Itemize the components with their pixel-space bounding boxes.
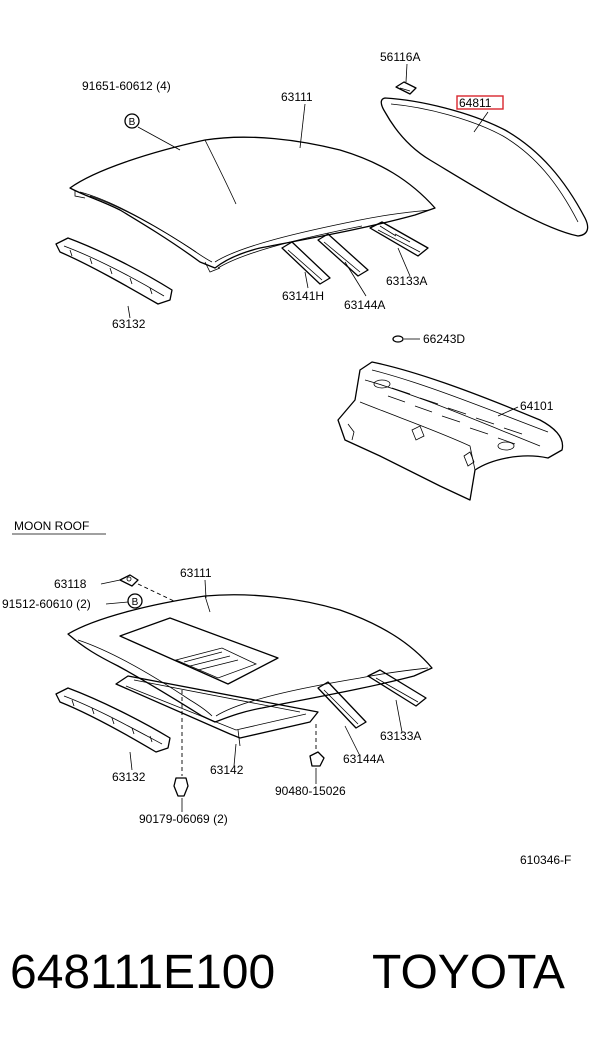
label-cap: 56116A (380, 50, 420, 64)
label-back-glass: 64811 (459, 96, 492, 110)
b-marker-top-text: B (129, 117, 136, 128)
label-front-header-top: 63132 (112, 317, 146, 331)
roof-bow-b-top (317, 233, 369, 277)
b-marker-bottom-text: B (132, 597, 139, 608)
sunroof-housing (115, 675, 319, 747)
bolt-marker-top: B (124, 113, 140, 129)
label-bracket: 63118 (54, 577, 87, 591)
footer-part-number: 648111E100 (10, 946, 275, 999)
label-housing: 63142 (210, 763, 244, 777)
label-nut: 90480-15026 (275, 784, 346, 798)
moon-roof-title: MOON ROOF (14, 519, 89, 533)
bracket-part (119, 574, 139, 587)
nut-part (309, 751, 325, 767)
label-rear-header-top: 63133A (386, 274, 427, 288)
label-rear-header-bottom: 63133A (380, 729, 421, 743)
rear-header-top (369, 221, 429, 257)
label-roof-top: 63111 (281, 90, 313, 104)
front-header-top (55, 237, 173, 305)
label-package-tray: 64101 (520, 399, 554, 413)
figure-code: 610346-F (520, 853, 571, 867)
footer-brand: TOYOTA (372, 946, 565, 999)
roof-panel-bottom (67, 594, 433, 723)
label-bolt-top: 91651-60612 (4) (82, 79, 171, 93)
label-plug: 66243D (423, 332, 465, 346)
leader-lines-top (127, 63, 519, 417)
bolt-marker-bottom: B (127, 593, 143, 609)
label-bow-b-top: 63144A (344, 298, 385, 312)
package-tray (337, 361, 564, 501)
roof-bow-a (281, 241, 331, 285)
roof-panel-top (69, 136, 436, 273)
clip-part (173, 777, 189, 797)
label-front-header-bottom: 63132 (112, 770, 146, 784)
roof-bow-b-bottom (317, 681, 367, 729)
rear-header-bottom (367, 669, 427, 707)
front-header-bottom (55, 687, 171, 753)
label-bolt-bottom: 91512-60610 (2) (2, 597, 91, 611)
highlight-box (456, 95, 504, 110)
plug-part (392, 335, 404, 343)
label-roof-bottom: 63111 (180, 566, 212, 580)
leader-lines-bottom (100, 579, 403, 812)
label-bow-b-bottom: 63144A (343, 752, 384, 766)
label-bow-a-top: 63141H (282, 289, 324, 303)
label-clip: 90179-06069 (2) (139, 812, 228, 826)
cap-part (395, 81, 417, 95)
back-glass (380, 97, 589, 237)
